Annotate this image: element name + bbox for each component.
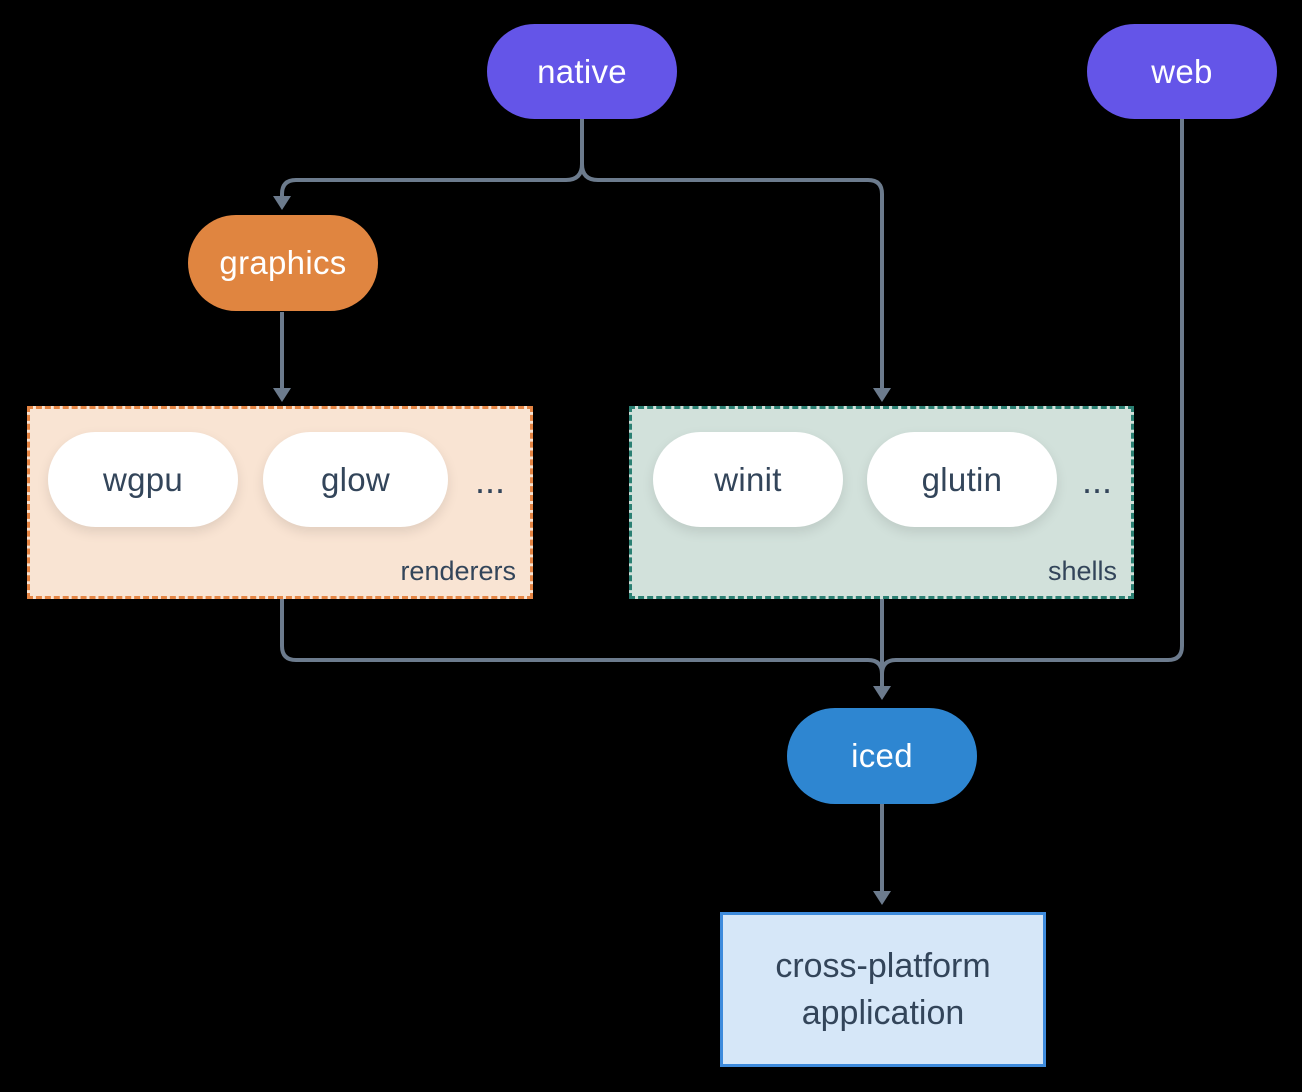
ellipsis-renderers: ... (474, 459, 505, 501)
arrowhead-into-iced (873, 686, 891, 700)
edge-native-to-graphics (280, 163, 584, 197)
arrowhead-into-app (873, 891, 891, 905)
node-wgpu: wgpu (48, 432, 238, 527)
node-winit: winit (653, 432, 843, 527)
node-web: web (1087, 24, 1277, 119)
arrowhead-into-graphics (273, 196, 291, 210)
node-graphics: graphics (188, 215, 378, 311)
ellipsis-shells: ... (1081, 459, 1112, 501)
edge-native-to-shells (580, 163, 884, 389)
node-cross-platform-application: cross-platform application (720, 912, 1046, 1067)
group-shells: winit glutin ... shells (629, 406, 1134, 599)
edge-renderers-to-junction (280, 599, 884, 675)
group-label-renderers: renderers (400, 556, 516, 586)
node-iced: iced (787, 708, 977, 804)
node-glutin: glutin (867, 432, 1057, 527)
arrowhead-into-shells (873, 388, 891, 402)
node-native: native (487, 24, 677, 119)
arrowhead-into-renderers (273, 388, 291, 402)
node-glow: glow (263, 432, 448, 527)
group-label-shells: shells (1047, 556, 1117, 586)
group-renderers: wgpu glow ... renderers (27, 406, 533, 599)
